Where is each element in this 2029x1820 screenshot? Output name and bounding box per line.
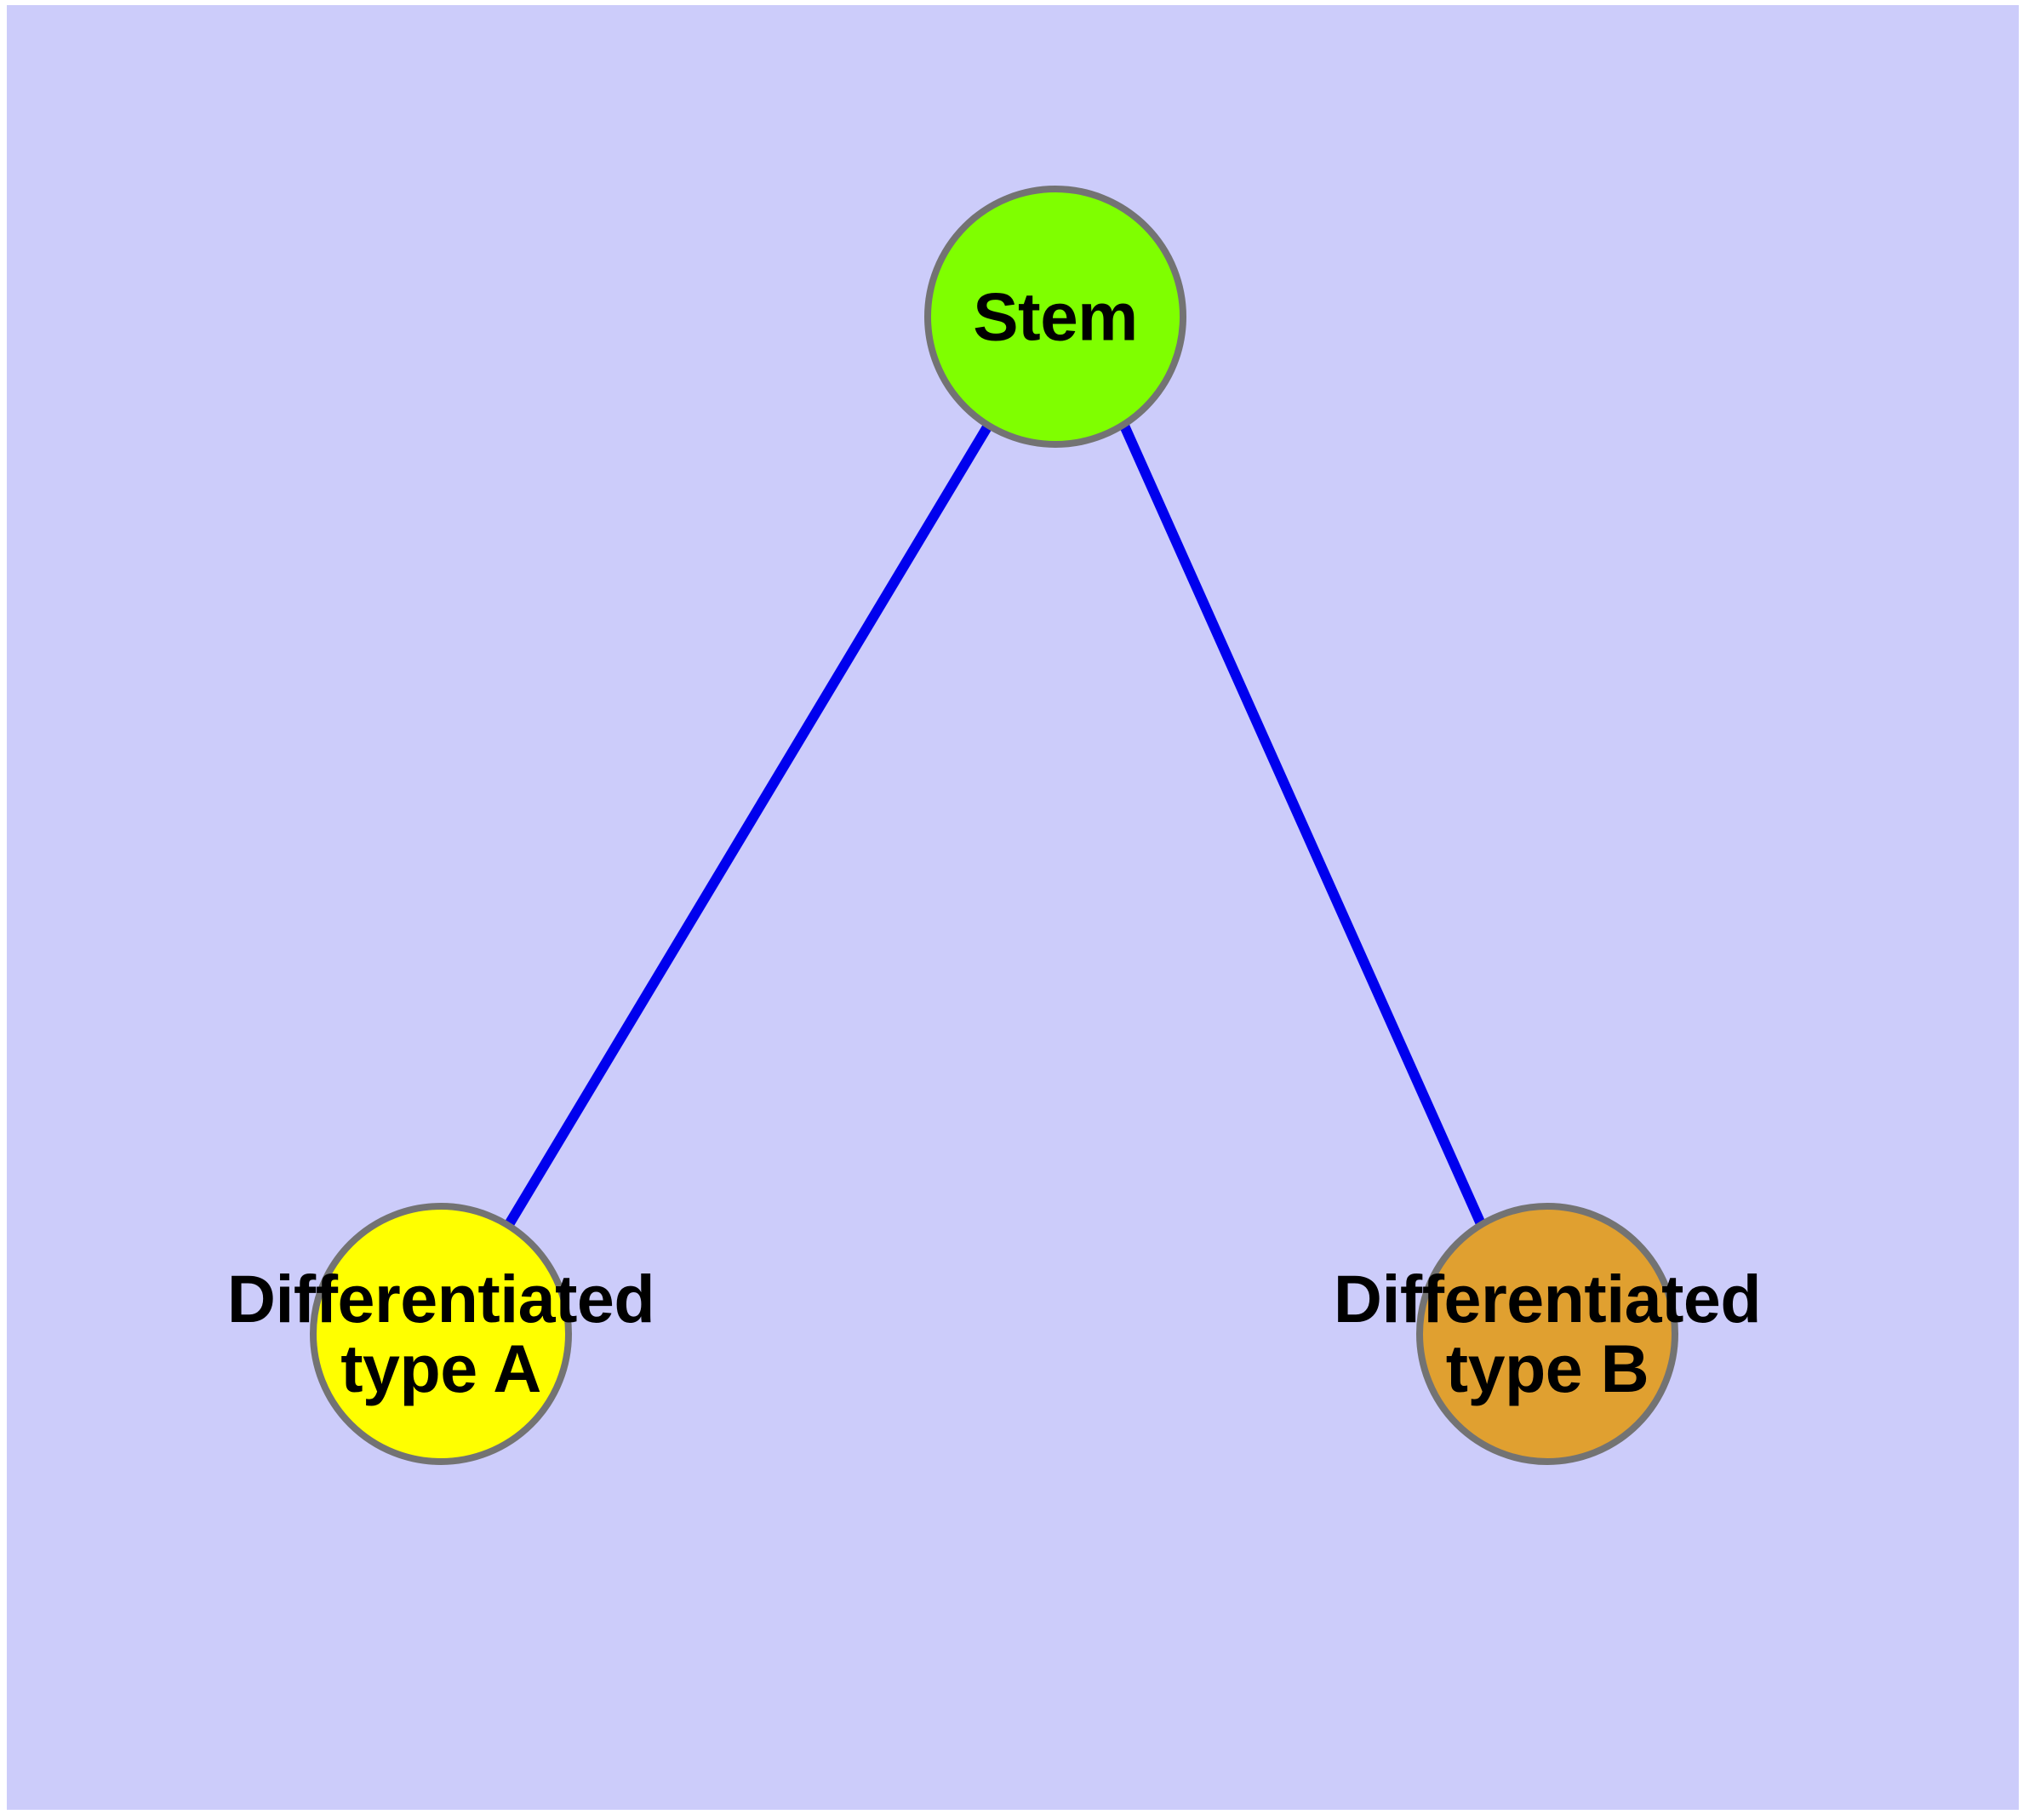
edge-stem-to-diff-a[interactable]: [503, 422, 993, 1229]
node-differentiated-type-a[interactable]: [310, 1203, 572, 1465]
node-group: [310, 186, 1678, 1465]
edge-group: [503, 422, 1487, 1229]
node-differentiated-type-b[interactable]: [1416, 1203, 1678, 1465]
node-stem[interactable]: [924, 186, 1186, 448]
edge-stem-to-diff-b[interactable]: [1119, 423, 1487, 1228]
